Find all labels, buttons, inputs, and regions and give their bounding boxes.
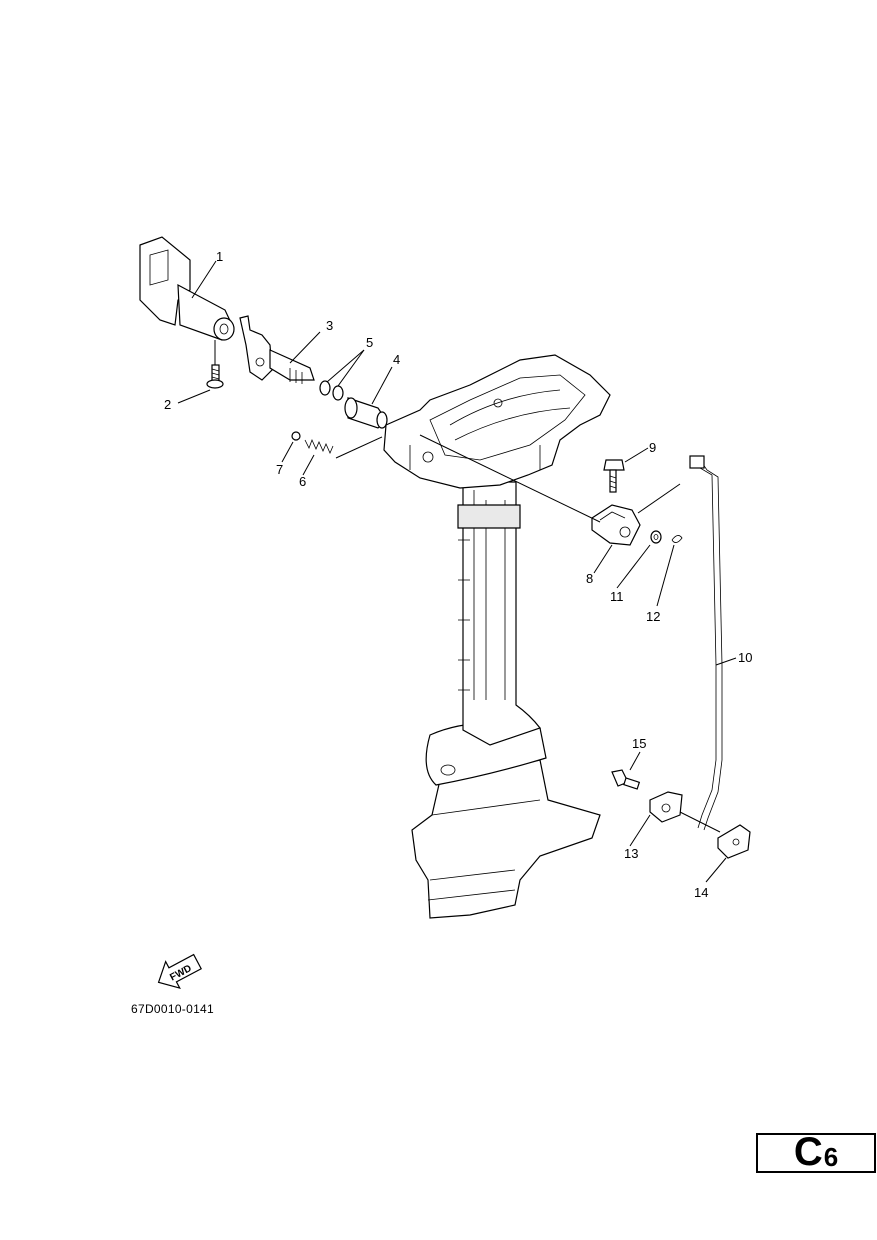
page-letter: C [793,1130,823,1174]
callout-2: 2 [164,397,171,412]
part-7-ball [291,431,301,441]
part-6-spring [304,438,334,454]
callout-9: 9 [649,440,656,455]
callout-13: 13 [624,846,638,861]
part-15-bolt [611,769,641,790]
part-11-washer [650,530,662,544]
callout-4: 4 [393,352,400,367]
drawing-code: 67D0010-0141 [131,1002,215,1016]
callout-1: 1 [216,249,223,264]
drive-shaft-housing [383,354,611,919]
callout-7: 7 [276,462,283,477]
callout-10: 10 [738,650,752,665]
part-14-clamp [717,824,751,859]
part-2-screw [206,364,224,389]
callout-15: 15 [632,736,646,751]
callout-8: 8 [586,571,593,586]
page-number: 6 [823,1142,839,1172]
callout-12: 12 [646,609,660,624]
fwd-arrow-icon: FWD [157,953,202,990]
callout-6: 6 [299,474,306,489]
part-10-shift-rod [689,455,723,831]
callout-11: 11 [610,589,624,604]
page-indicator: C 6 [756,1130,876,1174]
part-9-bolt [603,459,625,493]
part-4-bushing [344,397,388,429]
part-13-connector [649,791,683,823]
part-3-shift-lever [239,315,315,384]
part-8-bracket [591,504,641,546]
callout-5: 5 [366,335,373,350]
leader-lines [177,260,737,883]
part-12-clip [671,535,683,543]
callout-14: 14 [694,885,708,900]
callout-labels: 1 2 3 5 4 7 6 9 8 11 12 10 15 13 14 [164,249,752,900]
part-1-shift-handle [139,236,235,341]
callout-3: 3 [326,318,333,333]
